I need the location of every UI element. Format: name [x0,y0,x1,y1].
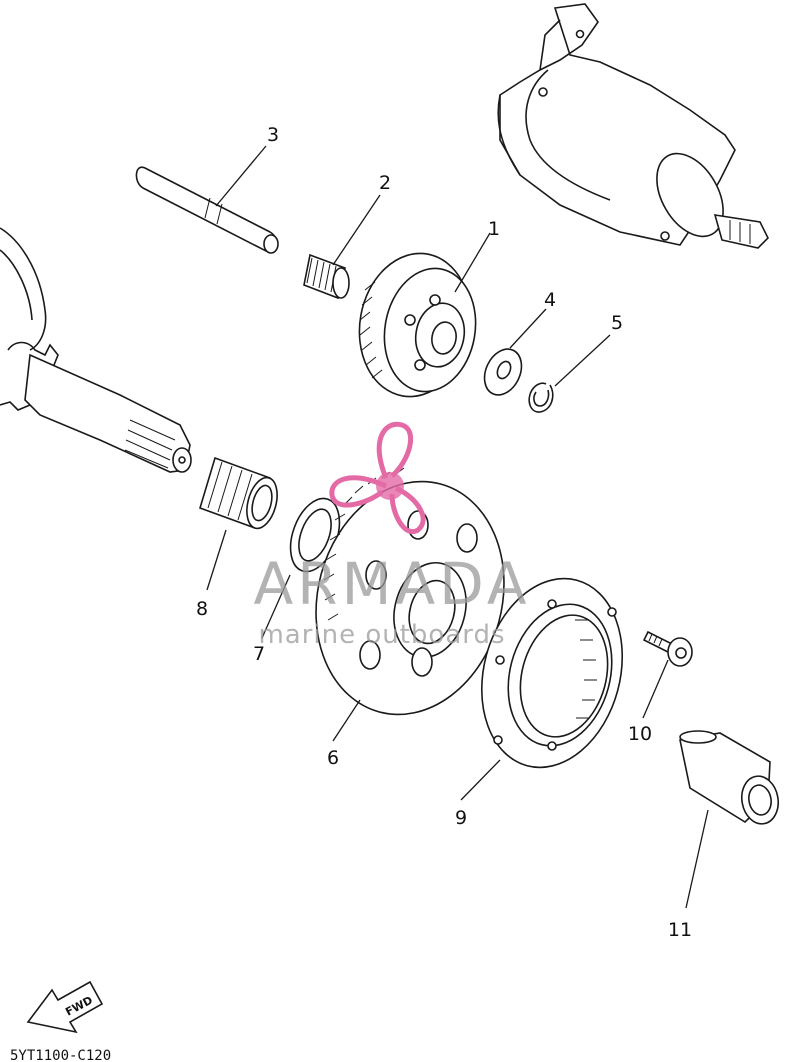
crankshaft [0,227,192,473]
part-label-2: 2 [379,172,391,194]
part-label-5: 5 [611,312,623,334]
part-label-1: 1 [488,218,500,240]
part-label-3: 3 [267,124,279,146]
needle-bearing-part-2 [303,253,350,300]
starter-wheel-gear-part-6 [315,467,505,716]
collar-part-11 [679,730,780,825]
part-labels: 1 2 3 4 5 6 7 8 9 10 11 [196,124,692,941]
part-label-7: 7 [253,643,265,665]
watermark-brand: ARMADA [253,550,530,618]
watermark: ARMADA marine outboards [253,421,530,650]
bolt-part-10 [642,630,693,667]
part-label-6: 6 [327,747,339,769]
part-label-4: 4 [544,289,556,311]
part-label-10: 10 [628,723,652,745]
starter-motor [497,3,769,249]
idler-gear-part-1 [358,252,477,398]
leader-lines [206,145,709,909]
watermark-tagline: marine outboards [258,620,505,650]
propeller-logo-icon [329,421,426,535]
part-label-8: 8 [196,598,208,620]
washer-part-7 [289,497,341,573]
fwd-arrow-icon: FWD [26,980,104,1034]
circlip-part-5 [528,382,554,413]
needle-bearing-part-8 [199,456,278,530]
washer-part-4 [483,348,523,396]
starter-clutch-part-9 [480,577,624,769]
part-label-11: 11 [668,919,692,941]
shaft-part-3 [135,166,279,254]
diagram-code: 5YT1100-C120 [10,1048,111,1062]
part-label-9: 9 [455,807,467,829]
